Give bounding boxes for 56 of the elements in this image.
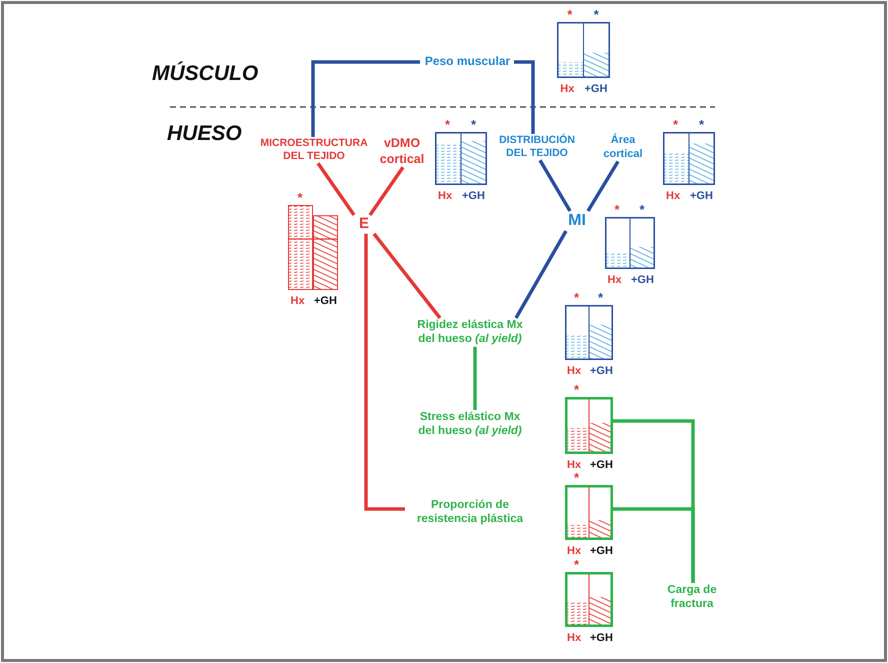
connector-line [473,346,477,410]
connector-line [311,60,420,137]
connector-line [368,166,404,216]
group-label: Hx [567,545,582,557]
asterisk-mark: * [445,119,450,131]
asterisk-mark: * [699,119,704,131]
group-label: +GH [590,365,613,377]
node-label: Peso muscular [420,54,515,69]
asterisk-mark: * [594,9,599,21]
section-label: HUESO [167,122,242,146]
node-label: Stress elástico Mx del hueso (al yield) [410,410,530,439]
connector-line [514,230,568,319]
node-label: Área cortical [597,134,649,162]
node-label: Proporción de resistencia plástica [405,498,535,527]
group-label: Hx [567,632,582,644]
asterisk-mark: * [574,472,580,484]
group-label: Hx [290,295,305,307]
section-label: MÚSCULO [152,62,258,86]
asterisk-mark: * [614,204,620,216]
connector-line [613,507,695,583]
asterisk-mark: * [640,204,645,216]
connector-line [372,232,442,320]
node-label: MICROESTRUCTURA DEL TEJIDO [258,137,370,164]
group-label: Hx [567,459,582,471]
node-letter: E [354,215,374,234]
asterisk-mark: * [574,384,580,396]
group-label: Hx [666,190,680,202]
group-label: +GH [314,295,337,307]
group-label: Hx [438,190,452,202]
group-label: +GH [462,190,485,202]
node-label: DISTRIBUCIÓN DEL TEJIDO [496,134,578,160]
group-label: +GH [584,83,608,95]
group-label: +GH [631,274,654,286]
asterisk-mark: * [298,192,303,204]
asterisk-mark: * [673,119,678,131]
connector-line [364,234,405,511]
connector-line [538,159,572,212]
node-label: Carga de fractura [660,583,724,612]
connector-line [514,60,535,134]
asterisk-mark: * [471,119,476,131]
group-label: +GH [690,190,713,202]
group-label: Hx [608,274,622,286]
group-label: +GH [590,632,613,644]
group-label: +GH [590,545,613,557]
asterisk-mark: * [574,292,580,304]
node-letter: MI [562,211,592,231]
group-label: Hx [567,365,582,377]
asterisk-mark: * [574,559,580,571]
node-label: vDMO cortical [376,136,428,168]
node-label: Rigidez elástica Mx del hueso (al yield) [410,318,530,347]
group-label: +GH [590,459,613,471]
asterisk-mark: * [567,9,572,21]
group-label: Hx [560,83,574,95]
connector-line [586,160,620,212]
connector-line [316,162,356,216]
asterisk-mark: * [598,292,604,304]
